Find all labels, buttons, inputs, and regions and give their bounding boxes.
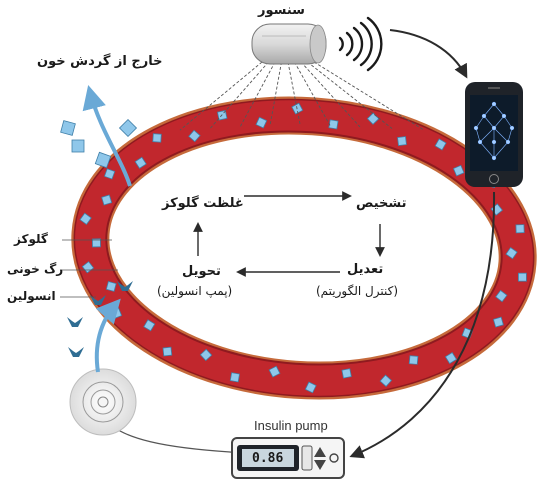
insulin-molecule <box>117 281 133 291</box>
net-node <box>509 125 515 131</box>
vessel-glucose-cube <box>444 351 458 365</box>
cycle-delivery-label: تحویل <box>182 264 221 279</box>
vessel-glucose-cube <box>341 368 352 379</box>
insulin-molecule <box>90 295 106 305</box>
net-edge <box>493 127 509 143</box>
net-node <box>501 113 507 119</box>
vessel-glucose-cube <box>152 133 162 143</box>
free-glucose-cubes <box>60 118 138 169</box>
vessel-glucose-cube <box>143 319 156 332</box>
neural-network-icon <box>473 101 515 161</box>
sensor-beam <box>269 61 282 126</box>
vessel-glucose-cube <box>255 116 268 129</box>
vessel-glucose-cube <box>103 168 116 180</box>
insulin-molecule <box>68 347 84 357</box>
net-edge <box>475 127 481 143</box>
pump-title: Insulin pump <box>254 418 328 433</box>
vessel-glucose-cube <box>505 246 518 260</box>
insulin-pump-icon <box>231 437 345 479</box>
cycle-concentration-label: غلظت گلوکز <box>162 196 244 211</box>
net-edge <box>479 127 495 143</box>
vessel-glucose-cube <box>495 289 508 303</box>
vessel-inner-edge <box>105 130 503 366</box>
free-glucose-cube <box>94 151 112 169</box>
sensor-label: سنسور <box>258 3 305 18</box>
vessel-glucose-cube <box>79 212 92 225</box>
cgm-sensor-icon <box>251 23 327 65</box>
vessel-glucose-cube <box>434 138 447 151</box>
net-node <box>481 113 487 119</box>
vessel-glucose-cube <box>101 194 113 206</box>
sensor-beams <box>179 61 425 131</box>
sensor-beam <box>287 61 301 125</box>
vessel-glucose-cube <box>188 129 201 143</box>
net-node <box>491 125 497 131</box>
net-edge <box>493 103 505 117</box>
vessel-lumen <box>74 99 534 397</box>
sensor-beam <box>307 61 393 129</box>
glucose-out-arrow <box>82 85 132 187</box>
vessel-glucose-cube <box>304 381 317 394</box>
net-node <box>491 155 497 161</box>
net-node <box>491 101 497 107</box>
net-edge <box>475 115 485 129</box>
glucose-cubes-in-vessel <box>79 102 527 394</box>
vessel-glucose-cube <box>162 346 173 357</box>
cycle-diagnosis-label: تشخیص <box>356 196 407 211</box>
wireless-signal-icon <box>338 16 383 72</box>
sensor-to-phone-arrow <box>389 29 468 79</box>
vessel-glucose-cube <box>515 224 525 234</box>
free-glucose-cube <box>118 118 138 138</box>
sensor-beam <box>239 61 276 128</box>
insulin-molecule <box>67 317 83 327</box>
net-node <box>473 125 479 131</box>
free-glucose-cube <box>71 139 85 153</box>
cycle-adjust-sub-label: (کنترل الگوریتم) <box>316 284 399 298</box>
vessel-glucose-cube <box>408 355 419 365</box>
sensor-beam <box>179 61 263 131</box>
net-edge <box>493 115 505 129</box>
infusion-site-icon <box>69 368 137 436</box>
net-edge <box>507 127 513 143</box>
control-cycle-arrows <box>193 191 385 277</box>
net-edge <box>479 141 495 159</box>
blood-vessel-ring <box>71 96 537 400</box>
vessel-outer-edge <box>73 98 535 398</box>
free-glucose-cube <box>60 120 76 136</box>
insulin-label: انسولین <box>7 289 56 303</box>
vessel-glucose-cube <box>517 272 527 282</box>
vessel-glucose-cube <box>328 119 339 130</box>
vessel-glucose-cube <box>105 281 117 292</box>
sensor-beam <box>294 61 331 126</box>
outside-blood-label: خارج از گردش خون <box>37 54 163 69</box>
net-edge <box>483 115 495 129</box>
net-edge <box>483 103 495 117</box>
vessel-glucose-cube <box>268 365 281 378</box>
vessel-glucose-cube <box>199 348 213 362</box>
net-node <box>505 139 511 145</box>
pump-display-value: 0.86 <box>252 451 284 466</box>
vessel-glucose-cube <box>229 372 240 383</box>
vessel-glucose-cube <box>91 238 101 248</box>
net-node <box>491 139 497 145</box>
net-node <box>477 139 483 145</box>
insulin-in-arrow <box>94 298 121 373</box>
vessel-glucose-cube <box>134 156 147 169</box>
smartphone-icon <box>465 82 523 187</box>
vessel-glucose-cube <box>397 136 407 146</box>
vessel-glucose-cube <box>379 374 392 387</box>
sensor-beam <box>313 61 425 131</box>
cycle-adjust-label: تعدیل <box>347 262 384 277</box>
vessel-glucose-cube <box>492 316 504 328</box>
net-edge <box>503 115 513 129</box>
net-edge <box>493 141 509 159</box>
vessel-label: رگ خونی <box>7 262 64 276</box>
glucose-label: گلوکز <box>14 232 48 246</box>
insulin-molecules <box>67 281 133 357</box>
vessel-glucose-cube <box>452 164 465 177</box>
cycle-delivery-sub-label: (پمپ انسولین) <box>157 284 233 298</box>
phone-to-pump-arrow <box>349 191 496 459</box>
